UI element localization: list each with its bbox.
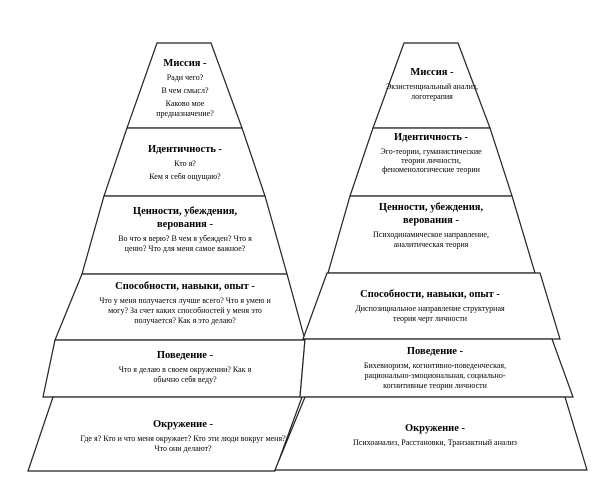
level-question: Кем я себя ощущаю?: [149, 172, 221, 181]
level-title: Миссия -: [163, 58, 207, 69]
level-question: Кто я?: [174, 159, 196, 168]
right-level-identity: Идентичность - Эго-теории, гуманистическ…: [371, 131, 491, 177]
level-title: Способности, навыки, опыт -: [360, 289, 500, 300]
level-title: Способности, навыки, опыт -: [115, 281, 255, 292]
level-theory: Эго-теории, гуманистические теории лично…: [380, 147, 482, 174]
right-level-environment: Окружение - Психоанализ, Расстановки, Тр…: [320, 422, 550, 451]
left-level-values: Ценности, убеждения, верования - Во что …: [115, 205, 255, 257]
level-title: Поведение -: [406, 346, 464, 357]
right-level-abilities: Способности, навыки, опыт - Диспозициаль…: [340, 288, 520, 324]
right-level-mission: Миссия - Экзистенциальный анализ, логоте…: [385, 66, 479, 105]
level-theory: Экзистенциальный анализ, логотерапия: [385, 82, 479, 101]
level-title: Миссия -: [410, 67, 454, 78]
level-question: Во что я верю? В чем я убежден? Что я це…: [118, 234, 252, 253]
level-question: В чем смысл?: [161, 86, 209, 95]
right-level-behavior: Поведение - Бихевиоризм, когнитивно-пове…: [335, 345, 535, 391]
level-title: Ценности, убеждения, верования -: [132, 206, 238, 230]
level-question: Где я? Кто и что меня окружает? Кто эти …: [80, 434, 286, 453]
right-level-environment-shape: [274, 396, 588, 471]
level-question: Каково мое предназначение?: [156, 99, 214, 118]
right-level-abilities-shape: [302, 272, 561, 340]
left-level-environment-shape: [27, 396, 303, 472]
level-question: Что у меня получается лучше всего? Что я…: [99, 296, 271, 325]
left-level-environment: Окружение - Где я? Кто и что меня окружа…: [78, 418, 288, 457]
level-question: Ради чего?: [166, 73, 204, 82]
level-title: Окружение -: [404, 423, 466, 434]
left-level-behavior: Поведение - Что я делаю в своем окружени…: [95, 349, 275, 385]
level-title: Ценности, убеждения, верования -: [378, 202, 484, 226]
right-level-values: Ценности, убеждения, верования - Психоди…: [360, 201, 502, 250]
level-theory: Психоанализ, Расстановки, Транзактный ан…: [353, 438, 517, 447]
level-title: Идентичность -: [147, 144, 223, 155]
level-theory: Психодинамическое направление, аналитиче…: [373, 230, 489, 249]
left-level-mission: Миссия - Ради чего? В чем смысл? Каково мо…: [140, 57, 230, 119]
left-level-abilities: Способности, навыки, опыт - Что у меня п…: [95, 280, 275, 329]
level-theory: Диспозициальное направление структурная …: [355, 304, 505, 323]
level-title: Идентичность -: [393, 132, 469, 143]
level-theory: Бихевиоризм, когнитивно-поведенческая, р…: [363, 361, 507, 390]
level-title: Окружение -: [152, 419, 214, 430]
level-title: Поведение -: [156, 350, 214, 361]
left-level-identity: Идентичность - Кто я? Кем я себя ощущаю?: [115, 143, 255, 185]
right-level-behavior-shape: [299, 338, 574, 398]
level-question: Что я делаю в своем окружении? Как я обы…: [118, 365, 252, 384]
